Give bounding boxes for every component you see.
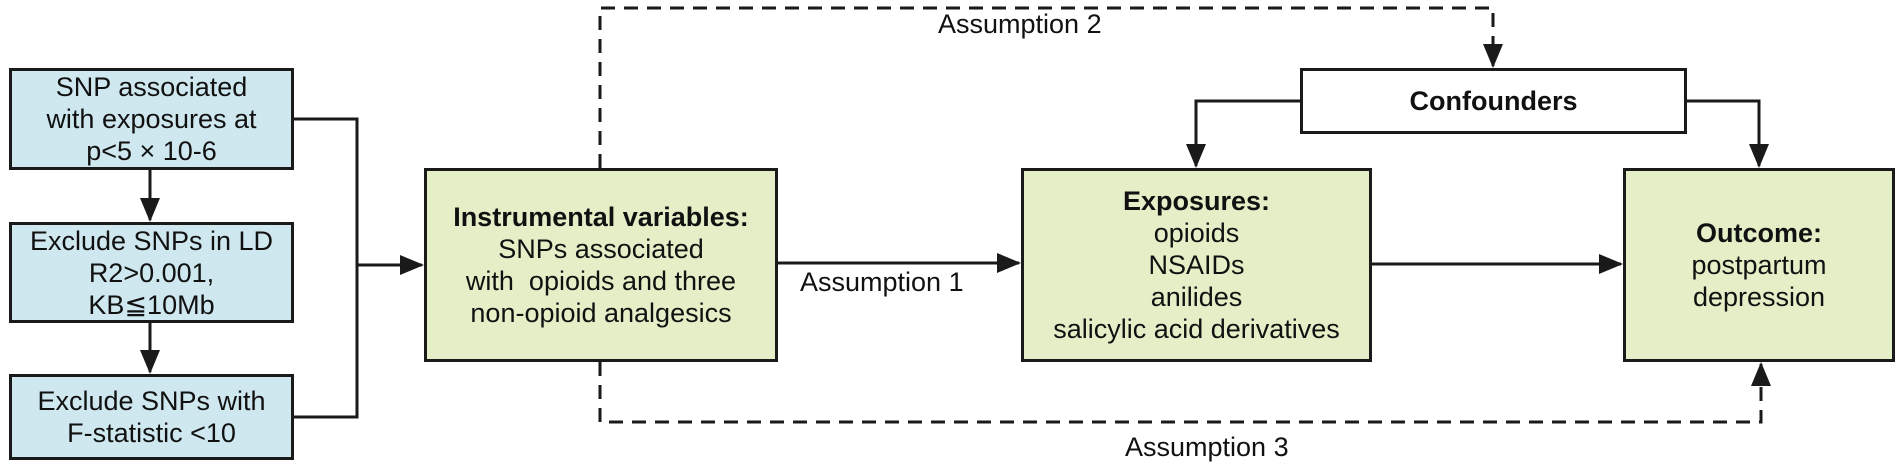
outcome-line-2: depression [1692, 282, 1826, 312]
exposure-opioids: opioids [1153, 218, 1240, 248]
iv-line-2: with opioids and three [465, 266, 737, 296]
confounders-title: Confounders [1409, 86, 1578, 116]
ld-line-1: Exclude SNPs in LD [29, 225, 274, 256]
snp-line-1: SNP associated [55, 72, 248, 102]
bracket-top [294, 117, 359, 265]
dashed-assumption-2 [598, 6, 1503, 168]
iv-line-1: SNPs associated [498, 234, 704, 264]
fstat-line-1: Exclude SNPs with [37, 386, 266, 416]
assumption-1-label: Assumption 1 [800, 267, 964, 297]
confounders-box: Confounders [1300, 68, 1687, 134]
arrow-confounders-to-outcome [1687, 99, 1769, 168]
exposures-box: Exposures: opioids NSAIDs anilides salic… [1021, 168, 1372, 362]
outcome-line-1: postpartum [1691, 250, 1827, 280]
instrumental-variables-box: Instrumental variables: SNPs associated … [424, 168, 778, 362]
fstat-line-2: F-statistic <10 [67, 418, 236, 448]
iv-line-3: non-opioid analgesics [470, 298, 732, 328]
assumption-2-label: Assumption 2 [938, 9, 1102, 39]
exposure-salicylic: salicylic acid derivatives [1053, 314, 1340, 344]
f-statistic-box: Exclude SNPs with F-statistic <10 [9, 374, 294, 460]
iv-title: Instrumental variables: [453, 202, 749, 232]
snp-line-3: p<5 × 10-6 [86, 136, 217, 166]
exposures-title: Exposures: [1122, 186, 1271, 216]
snp-association-box: SNP associated with exposures at p<5 × 1… [9, 68, 294, 170]
outcome-box: Outcome: postpartum depression [1623, 168, 1895, 362]
assumption-3-label: Assumption 3 [1125, 432, 1289, 462]
ld-exclusion-box: Exclude SNPs in LD R2>0.001, KB≦10Mb [9, 222, 294, 323]
bracket-bottom [294, 265, 359, 419]
arrow-confounders-to-exposures [1186, 99, 1300, 168]
exposure-anilides: anilides [1150, 282, 1243, 312]
ld-line-3: KB≦10Mb [88, 289, 215, 320]
outcome-title: Outcome: [1695, 218, 1822, 248]
snp-line-2: with exposures at [46, 104, 257, 134]
dashed-assumption-3 [598, 362, 1771, 424]
exposure-nsaids: NSAIDs [1148, 250, 1245, 280]
ld-line-2: R2>0.001, [88, 257, 215, 288]
